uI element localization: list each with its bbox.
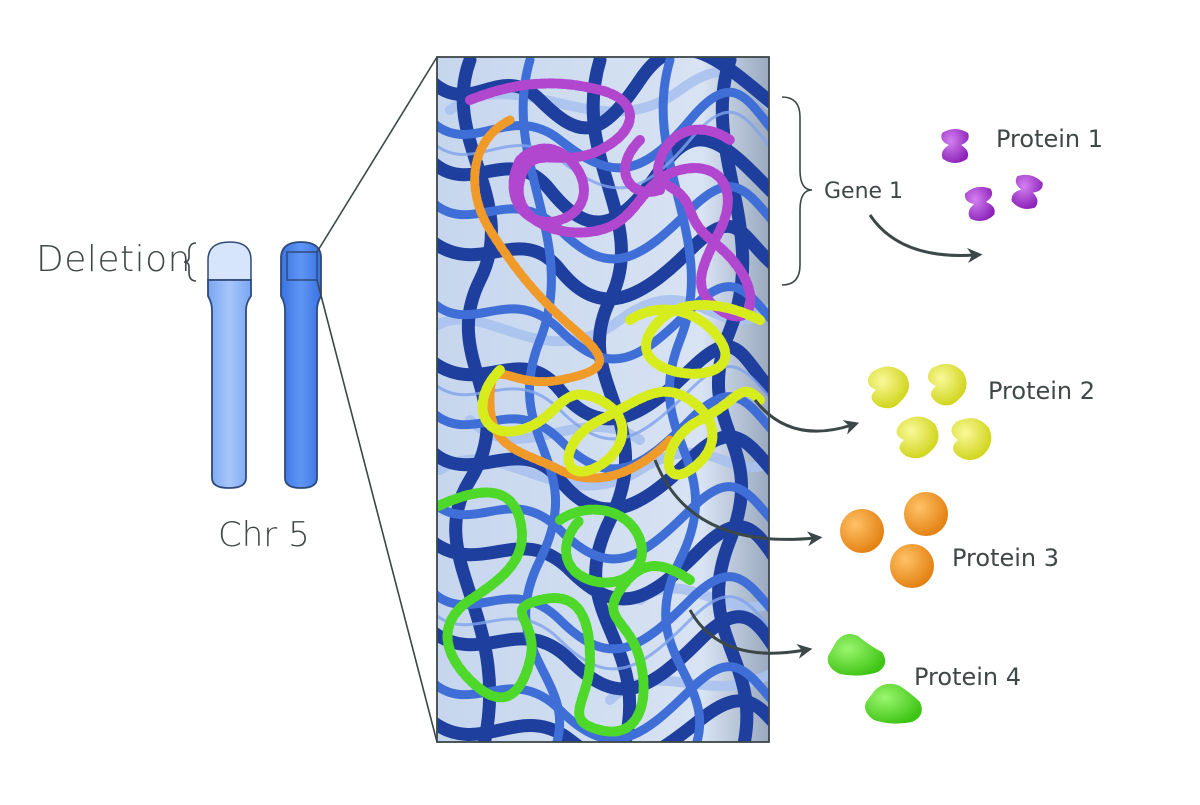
sphere-protein-icon [890,544,934,588]
dumbbell-protein-icon [1011,174,1043,209]
sphere-protein-icon [904,492,948,536]
chromatin-fibers [437,57,769,742]
gene2-strand [477,300,765,480]
bean-protein-icon [896,416,939,459]
arrow-to-protein4 [688,609,813,659]
protein3-label: Protein 3 [952,544,1060,572]
zoom-region-box [286,251,318,281]
blob-protein-icon [827,634,886,676]
gene4-strand [437,487,695,737]
protein4-group [827,634,922,724]
chromosome-with-deletion [207,241,252,489]
gene1-label: Gene 1 [824,179,904,204]
protein4-label: Protein 4 [914,663,1022,691]
gene1-brace [781,96,813,286]
protein1-group [941,129,1043,222]
arrow-to-protein3 [653,459,823,547]
arrow-to-protein2 [753,399,860,435]
dumbbell-protein-icon [964,186,995,222]
deletion-label: Deletion [36,239,191,280]
chromosome-normal [280,241,322,489]
protein2-group [867,363,992,460]
deletion-brace [183,242,197,282]
gene1-strand [465,78,756,322]
zoom-line-bottom [316,279,438,743]
bean-protein-icon [927,363,967,406]
bean-protein-icon [867,366,909,409]
dumbbell-protein-icon [941,129,969,163]
chromatin-panel [436,56,770,743]
protein2-label: Protein 2 [988,377,1096,405]
protein1-label: Protein 1 [996,125,1104,153]
sphere-protein-icon [840,509,884,553]
bean-protein-icon [951,418,992,460]
zoom-line-top [316,56,438,253]
blob-protein-icon [865,683,922,724]
protein3-group [840,492,948,588]
arrow-gene1-to-protein1 [868,214,983,263]
chromosome-label: Chr 5 [218,515,310,555]
gene3-strand [470,115,675,483]
